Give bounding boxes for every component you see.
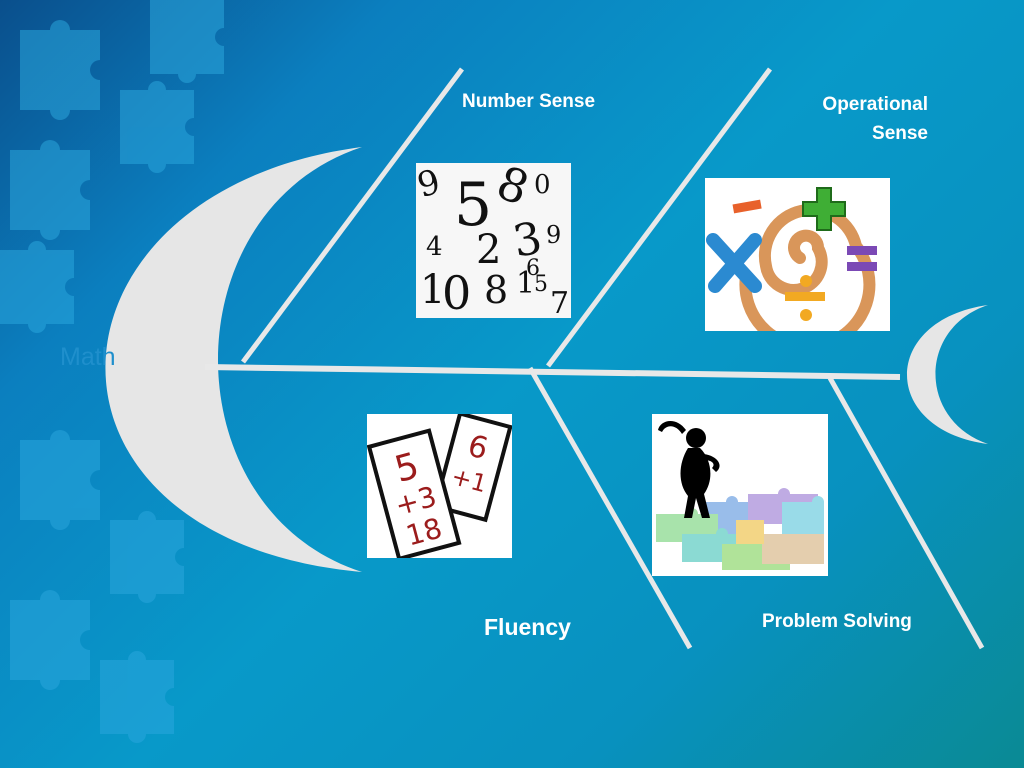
svg-text:6: 6	[526, 256, 540, 281]
svg-text:5: 5	[534, 272, 548, 297]
puzzle-pattern-decoration	[0, 0, 224, 743]
problem-solving-label: Problem Solving	[762, 611, 912, 632]
fish-head-crescent	[105, 147, 362, 572]
svg-text:7: 7	[550, 286, 569, 318]
svg-text:1: 1	[516, 266, 535, 301]
svg-text:8: 8	[484, 268, 508, 312]
math-head-label: Math	[60, 343, 116, 371]
bone-operational-sense	[545, 67, 773, 368]
operational-sense-label-line1: Operational	[822, 94, 928, 115]
fish-tail-crescent	[907, 305, 988, 444]
svg-text:1: 1	[420, 267, 445, 313]
fluency-label: Fluency	[484, 614, 571, 640]
bone-fluency	[527, 366, 693, 650]
svg-text:0: 0	[534, 170, 551, 200]
problem-solving-image	[652, 414, 828, 576]
svg-text:2: 2	[476, 227, 501, 273]
fish-spine	[204, 364, 901, 380]
bone-number-sense	[240, 67, 465, 364]
number-sense-label: Number Sense	[462, 91, 596, 112]
flash-cards-image: 6 +1 5 +3 18	[367, 414, 512, 558]
svg-text:4: 4	[426, 232, 443, 262]
svg-text:5: 5	[454, 170, 492, 240]
bone-problem-solving	[827, 376, 985, 650]
svg-text:9: 9	[546, 221, 561, 249]
operational-sense-label: Operational Sense	[770, 90, 928, 148]
svg-text:0: 0	[442, 266, 471, 318]
numbers-collage-image: 9 5 8 0 4 2 3 9 1 0 8 1 5 7 6	[416, 163, 571, 318]
operation-symbols-image	[705, 178, 890, 331]
operational-sense-label-line2: Sense	[872, 123, 928, 144]
